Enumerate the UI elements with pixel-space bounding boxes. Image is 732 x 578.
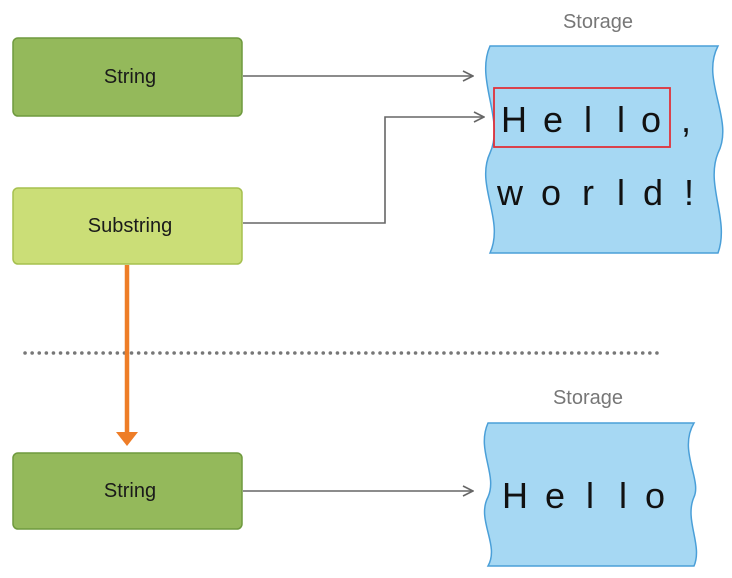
bottom-glyph: e	[545, 475, 565, 516]
top-glyph: w	[496, 172, 524, 213]
bottom-glyph: H	[502, 475, 528, 516]
storage-shape-top	[484, 45, 724, 254]
string-box-bottom-label: String	[104, 480, 156, 502]
top-storage-line-2: w o r l d !	[496, 172, 694, 213]
arrow-substring-to-storage	[243, 117, 484, 224]
substring-box-label: Substring	[88, 215, 173, 237]
top-glyph: ,	[681, 99, 691, 140]
top-glyph: !	[684, 172, 694, 213]
top-storage-line-1: H e l l o ,	[501, 99, 691, 140]
top-glyph: l	[617, 99, 625, 140]
substring-box: Substring	[12, 187, 243, 265]
top-glyph: e	[543, 99, 563, 140]
top-glyph: l	[584, 99, 592, 140]
top-glyph: l	[617, 172, 625, 213]
storage-label-top: Storage	[563, 11, 633, 33]
string-box-bottom: String	[12, 452, 243, 530]
bottom-glyph: o	[645, 475, 665, 516]
storage-shape-bottom	[483, 422, 698, 567]
bottom-glyph: l	[586, 475, 594, 516]
top-glyph: o	[541, 172, 561, 213]
top-glyph: H	[501, 99, 527, 140]
top-glyph: o	[641, 99, 661, 140]
top-glyph: d	[643, 172, 663, 213]
string-box-top: String	[12, 37, 243, 117]
bottom-glyph: l	[619, 475, 627, 516]
top-glyph: r	[582, 172, 594, 213]
orange-conversion-arrow	[116, 265, 138, 446]
bottom-storage-line-1: H e l l o	[502, 475, 665, 516]
substring-highlight	[493, 87, 671, 148]
storage-label-bottom: Storage	[553, 387, 623, 409]
string-box-top-label: String	[104, 66, 156, 88]
